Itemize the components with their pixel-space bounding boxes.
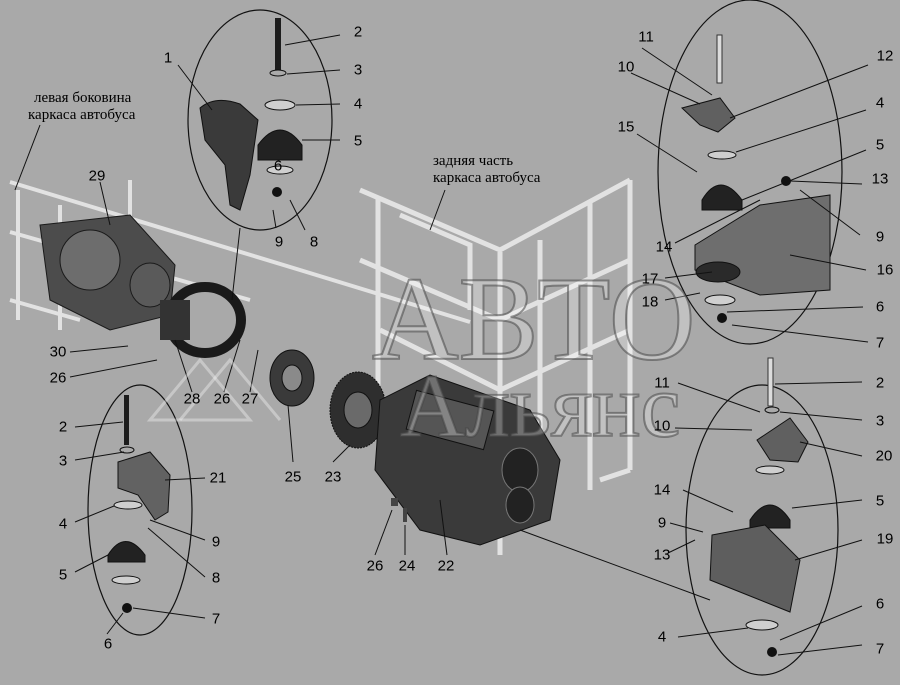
callout: 14: [653, 481, 671, 499]
callout: 9: [274, 233, 284, 251]
callout: 7: [875, 640, 885, 658]
callout: 6: [103, 635, 113, 653]
callout: 2: [58, 418, 68, 436]
callout: 20: [875, 447, 893, 465]
watermark-chevrons: [146, 357, 282, 422]
callout: 24: [398, 557, 416, 575]
callout: 5: [353, 132, 363, 150]
left-mount-group: [87, 384, 193, 636]
part-29: [39, 214, 176, 331]
part-28-block: [160, 300, 190, 340]
callout: 3: [353, 61, 363, 79]
top-mount-group: [187, 9, 333, 231]
callout: 27: [241, 390, 259, 408]
washer-3: [269, 69, 287, 77]
callout: 7: [875, 334, 885, 352]
callout: 5: [875, 492, 885, 510]
callout: 8: [211, 569, 221, 587]
bolt-2: [275, 18, 281, 70]
callout: 29: [88, 167, 106, 185]
callout: 4: [58, 515, 68, 533]
caption-rear-frame-1: задняя часть: [433, 153, 514, 169]
cushion-5: [257, 129, 303, 161]
bracket-21: [117, 451, 171, 521]
callout: 11: [654, 374, 670, 392]
callout: 9: [875, 228, 885, 246]
washer-4: [264, 99, 296, 111]
callout: 10: [617, 58, 635, 76]
callout: 10: [653, 417, 671, 435]
bracket-1: [199, 99, 259, 211]
callout: 9: [657, 514, 667, 532]
callout: 1: [163, 49, 173, 67]
callout: 4: [353, 95, 363, 113]
right-top-mount-group: [657, 0, 843, 345]
callout: 2: [353, 23, 363, 41]
callout: 9: [211, 533, 221, 551]
callout: 3: [58, 452, 68, 470]
callout: 18: [641, 293, 659, 311]
callout: 13: [653, 546, 671, 564]
callout: 21: [209, 469, 227, 487]
plate-19: [709, 524, 801, 613]
callout: 16: [876, 261, 894, 279]
callout: 25: [284, 468, 302, 486]
callout: 14: [655, 238, 673, 256]
callout: 7: [211, 610, 221, 628]
callout: 13: [871, 170, 889, 188]
callout: 26: [213, 390, 231, 408]
bolt-24: [403, 508, 407, 522]
caption-rear-frame-2: каркаса автобуса: [433, 170, 541, 186]
bracket-20: [756, 417, 809, 463]
caption-left-sidewall-2: каркаса автобуса: [28, 107, 136, 123]
caption-left-sidewall-1: левая боковина: [34, 90, 132, 106]
leader-lines: [14, 34, 869, 656]
callout: 4: [875, 94, 885, 112]
watermark-logo-bottom: Альянс: [399, 356, 681, 457]
callout: 28: [183, 390, 201, 408]
callout: 17: [641, 270, 659, 288]
callout: 6: [875, 298, 885, 316]
callout: 30: [49, 343, 67, 361]
nut-26: [391, 498, 398, 506]
callout: 5: [875, 136, 885, 154]
callout: 26: [49, 369, 67, 387]
callout: 2: [875, 374, 885, 392]
engine-22: [374, 374, 561, 546]
nut-6: [272, 187, 282, 197]
callout: 23: [324, 468, 342, 486]
callout: 5: [58, 566, 68, 584]
right-bottom-mount-group: [685, 384, 839, 676]
callout: 11: [638, 28, 654, 46]
callout: 15: [617, 118, 635, 136]
cushion-5-r: [701, 184, 743, 211]
watermark-logo-top: АВТО: [371, 251, 696, 386]
callout: 6: [875, 595, 885, 613]
callout: 12: [876, 47, 894, 65]
callout: 6: [273, 157, 283, 175]
callout: 26: [366, 557, 384, 575]
callout: 3: [875, 412, 885, 430]
callout: 4: [657, 628, 667, 646]
callout: 8: [309, 233, 319, 251]
bolt-11: [716, 34, 723, 84]
callout: 19: [876, 530, 894, 548]
callout: 22: [437, 557, 455, 575]
bracket-12: [681, 97, 736, 133]
